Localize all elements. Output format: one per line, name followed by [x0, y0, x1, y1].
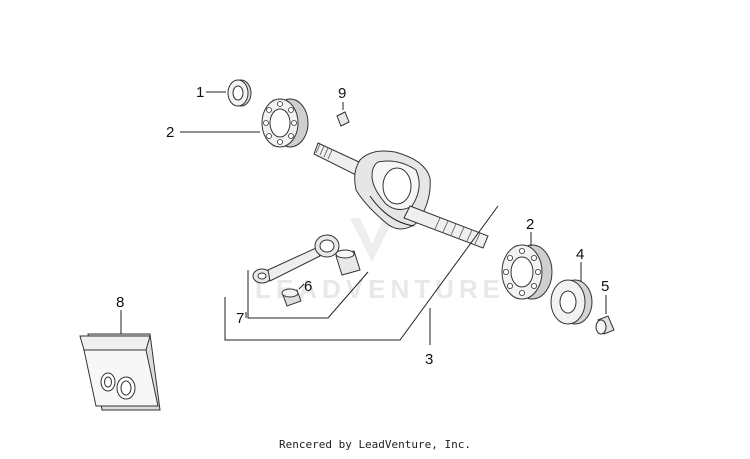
part-connecting-rod[interactable] [252, 234, 340, 284]
callout-2-right[interactable]: 2 [526, 216, 534, 233]
callout-1[interactable]: 1 [196, 84, 204, 101]
callout-2-top[interactable]: 2 [166, 124, 174, 141]
part-bearing-2-top[interactable] [261, 98, 309, 148]
callout-6[interactable]: 6 [304, 278, 312, 295]
part-crank-pin[interactable] [335, 249, 361, 276]
callout-4[interactable]: 4 [576, 246, 584, 263]
callout-3[interactable]: 3 [425, 351, 433, 368]
callout-8[interactable]: 8 [116, 294, 124, 311]
leader-line-6 [298, 283, 305, 290]
part-gasket-kit-8[interactable] [79, 333, 161, 411]
part-seal-1[interactable] [227, 79, 252, 107]
part-bearing-2-right[interactable] [501, 244, 553, 300]
bracket-7 [247, 270, 369, 319]
part-needle-bearing-6[interactable] [281, 288, 302, 307]
callout-5[interactable]: 5 [601, 278, 609, 295]
part-crankshaft[interactable] [313, 142, 489, 249]
part-key-9[interactable] [336, 111, 350, 127]
callout-7[interactable]: 7 [236, 310, 244, 327]
callout-9[interactable]: 9 [338, 85, 346, 102]
bracket-3 [224, 205, 499, 341]
part-plug-5[interactable] [595, 315, 615, 335]
part-seal-4[interactable] [550, 279, 593, 325]
footer-credit: Rencered by LeadVenture, Inc. [278, 438, 472, 451]
